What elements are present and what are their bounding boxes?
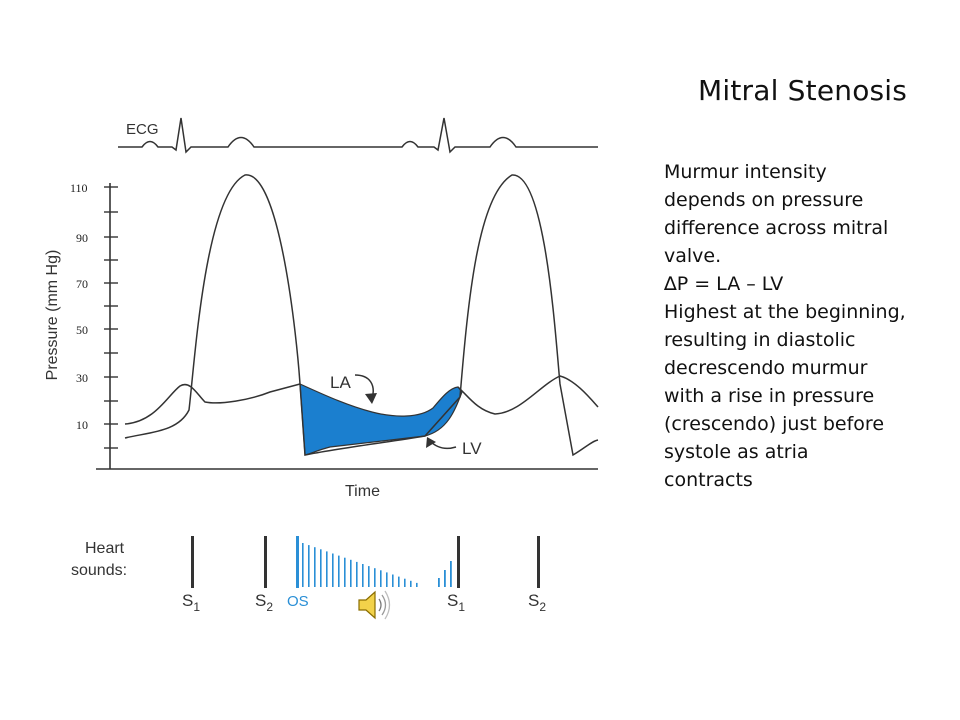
murmur-bar bbox=[356, 561, 358, 587]
s2-label-second: S2 bbox=[528, 591, 546, 614]
explanation-line: Murmur intensity bbox=[664, 161, 827, 183]
os-label: OS bbox=[287, 593, 309, 610]
la-pressure-curve bbox=[124, 375, 599, 425]
explanation-line: with a rise in pressure bbox=[664, 385, 875, 407]
murmur-bar bbox=[338, 555, 340, 587]
y-tick-90: 90 bbox=[76, 231, 88, 245]
explanation-line: contracts bbox=[664, 469, 753, 491]
explanation-line: ∆P = LA – LV bbox=[664, 273, 784, 295]
y-tick-10: 10 bbox=[76, 418, 88, 432]
murmur-bars bbox=[302, 543, 452, 587]
y-axis-label: Pressure (mm Hg) bbox=[44, 250, 61, 381]
slide-title: Mitral Stenosis bbox=[698, 74, 908, 107]
presystolic-bar bbox=[450, 561, 452, 587]
explanation-line: valve. bbox=[664, 245, 722, 267]
explanation-line: Highest at the beginning, bbox=[664, 301, 906, 323]
murmur-bar bbox=[368, 566, 370, 587]
y-axis-ticks bbox=[104, 186, 118, 449]
lv-label: LV bbox=[462, 439, 482, 458]
x-axis-label: Time bbox=[345, 483, 380, 500]
murmur-bar bbox=[392, 574, 394, 587]
y-tick-70: 70 bbox=[76, 277, 88, 291]
la-arrowhead-icon bbox=[365, 393, 377, 404]
ecg-trace bbox=[118, 117, 598, 154]
murmur-bar bbox=[398, 576, 400, 587]
s1-bar bbox=[191, 536, 194, 588]
murmur-bar bbox=[332, 553, 334, 587]
s1-label-second: S1 bbox=[447, 591, 465, 614]
lv-arrowhead-icon bbox=[426, 437, 436, 448]
os-bar bbox=[296, 536, 299, 588]
presystolic-bar bbox=[444, 570, 446, 587]
murmur-bar bbox=[344, 557, 346, 587]
murmur-bar bbox=[362, 564, 364, 587]
explanation-line: resulting in diastolic bbox=[664, 329, 856, 351]
s2-label: S2 bbox=[255, 591, 273, 614]
explanation-line: systole as atria bbox=[664, 441, 809, 463]
s2-bar-second bbox=[537, 536, 540, 588]
speaker-icon[interactable] bbox=[355, 588, 395, 622]
pressure-gradient-area bbox=[299, 383, 463, 456]
murmur-bar bbox=[386, 572, 388, 587]
murmur-bar bbox=[302, 543, 304, 587]
explanation-line: depends on pressure bbox=[664, 189, 864, 211]
s1-bar-second bbox=[457, 536, 460, 588]
heart-sounds-label: Heart bbox=[85, 540, 125, 557]
ecg-label: ECG bbox=[126, 121, 159, 138]
y-tick-30: 30 bbox=[76, 371, 88, 385]
murmur-bar bbox=[326, 551, 328, 587]
s1-label: S1 bbox=[182, 591, 200, 614]
murmur-bar bbox=[308, 545, 310, 587]
lv-pressure-curve bbox=[124, 174, 599, 457]
explanation-line: (crescendo) just before bbox=[664, 413, 885, 435]
murmur-bar bbox=[314, 547, 316, 587]
explanation-line: decrescendo murmur bbox=[664, 357, 868, 379]
presystolic-bar bbox=[438, 578, 440, 587]
murmur-bar bbox=[410, 580, 412, 587]
la-label: LA bbox=[330, 373, 351, 392]
murmur-bar bbox=[416, 582, 418, 587]
heart-sounds-label-2: sounds: bbox=[71, 562, 127, 579]
murmur-bar bbox=[374, 568, 376, 587]
murmur-bar bbox=[380, 570, 382, 587]
murmur-bar bbox=[320, 549, 322, 587]
murmur-bar bbox=[350, 559, 352, 587]
s2-bar bbox=[264, 536, 267, 588]
murmur-bar bbox=[404, 578, 406, 587]
explanation-text: Murmur intensity depends on pressure dif… bbox=[664, 158, 958, 494]
explanation-line: difference across mitral bbox=[664, 217, 889, 239]
y-tick-110: 110 bbox=[70, 181, 88, 195]
y-tick-50: 50 bbox=[76, 323, 88, 337]
